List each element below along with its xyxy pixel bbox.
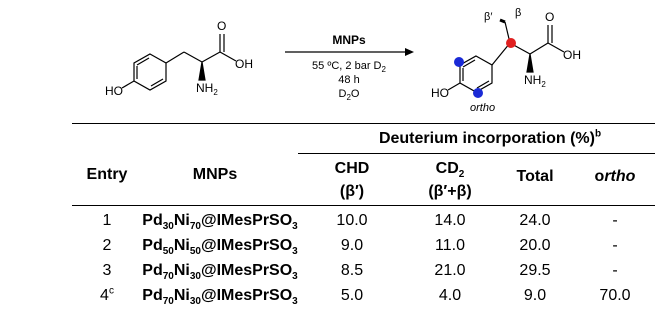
condition-solvent: D2O [339,88,360,102]
cell-total: 20.0 [519,237,551,254]
cell-cd2: 11.0 [435,237,465,254]
reactant-structure [121,34,237,91]
header-total: Total [516,168,554,185]
cell-entry: 1 [102,212,112,229]
arrow-reagent: MNPs [332,33,366,47]
header-cd2: CD2 (β′+β) [428,160,472,200]
product-amine: NH2 [524,73,546,89]
header-bottom-rule [72,205,655,206]
reaction-arrow [285,48,414,56]
cell-cd2: 4.0 [438,287,462,304]
header-entry: Entry [86,166,128,183]
cell-ortho: - [612,237,618,254]
cell-total: 24.0 [519,212,551,229]
ortho-deuterium-marker-bottom [473,88,483,98]
header-ortho: ortho [594,168,636,185]
product-phenol: HO [431,86,449,100]
cell-ortho: 70.0 [599,287,631,304]
ortho-label: ortho [470,102,495,114]
cell-chd: 8.5 [340,262,364,279]
beta-deuterium-marker [506,38,516,48]
header-chd: CHD (β′) [334,160,370,200]
cell-chd: 5.0 [340,287,364,304]
product-hydroxyl: OH [563,48,581,62]
reactant-oxygen: O [217,19,226,33]
cell-ortho: - [612,212,618,229]
cell-total: 29.5 [519,262,551,279]
table-top-rule [72,123,655,124]
condition-time: 48 h [338,74,359,86]
cell-total: 9.0 [523,287,547,304]
header-mnps: MNPs [192,166,238,183]
cell-chd: 10.0 [336,212,368,229]
reactant-phenol: HO [105,84,123,98]
cell-cd2: 21.0 [434,262,466,279]
cell-chd: 9.0 [340,237,364,254]
condition-temperature-pressure: 55 ºC, 2 bar D2 [312,60,386,74]
cell-mnp: Pd70Ni30@IMesPrSO3 [142,262,298,283]
cell-entry: 2 [102,237,112,254]
group-header: Deuterium incorporation (%)b [378,128,602,147]
reaction-scheme: O OH NH2 HO MNPs 55 ºC, 2 bar D2 48 h D2… [105,7,581,114]
product-oxygen: O [545,10,554,24]
beta-label: β [515,7,521,19]
cell-mnp: Pd50Ni50@IMesPrSO3 [142,237,298,258]
cell-mnp: Pd30Ni70@IMesPrSO3 [142,212,298,233]
cell-cd2: 14.0 [434,212,466,229]
reactant-hydroxyl: OH [235,57,253,71]
cell-ortho: - [612,262,618,279]
ortho-deuterium-marker-top [454,57,464,67]
reactant-amine: NH2 [196,81,218,97]
product-structure [447,21,565,93]
cell-entry: 4c [100,285,114,304]
cell-entry: 3 [102,262,112,279]
beta-prime-label: β′ [484,11,492,23]
group-header-rule [298,153,655,154]
cell-mnp: Pd70Ni30@IMesPrSO3 [142,287,298,308]
